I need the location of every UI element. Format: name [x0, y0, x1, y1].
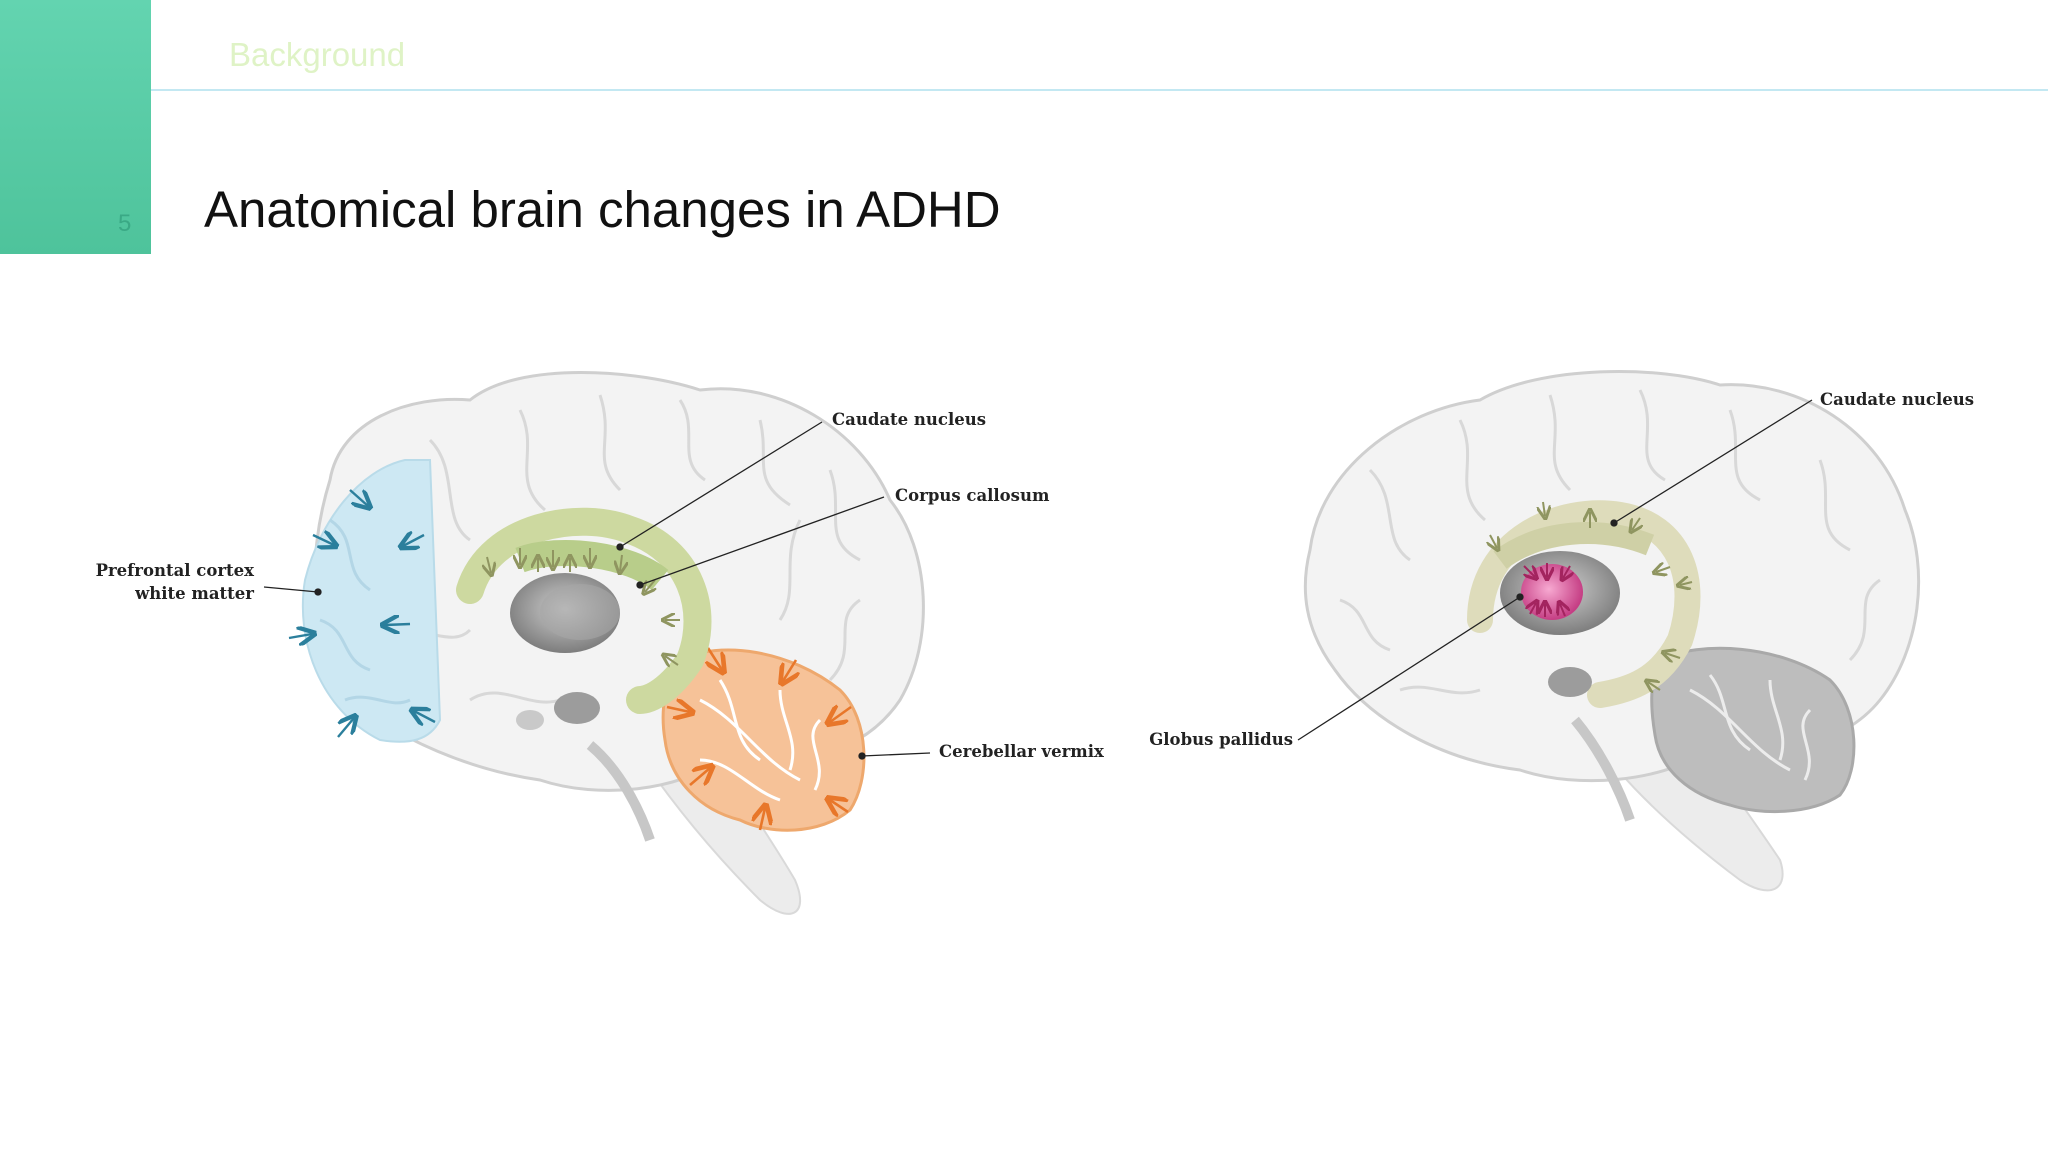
right-brain-illustration [1303, 369, 1921, 892]
label-caudate-nucleus-right: Caudate nucleus [1820, 390, 1974, 409]
label-caudate-nucleus-left: Caudate nucleus [832, 410, 986, 429]
label-cerebellar-vermix: Cerebellar vermix [939, 742, 1104, 761]
label-corpus-callosum: Corpus callosum [895, 486, 1050, 505]
accent-bar [0, 0, 151, 254]
left-brain-illustration [288, 371, 925, 915]
slide-title: Anatomical brain changes in ADHD [204, 181, 1001, 238]
header-divider [151, 89, 2048, 91]
slide-number: 5 [118, 210, 132, 237]
label-white-matter: white matter [134, 584, 254, 603]
label-prefrontal-cortex: Prefrontal cortex [96, 561, 255, 580]
label-globus-pallidus: Globus pallidus [1149, 730, 1293, 749]
section-label: Background [229, 36, 406, 73]
brain-figure: Caudate nucleus Corpus callosum Prefront… [96, 369, 1974, 915]
